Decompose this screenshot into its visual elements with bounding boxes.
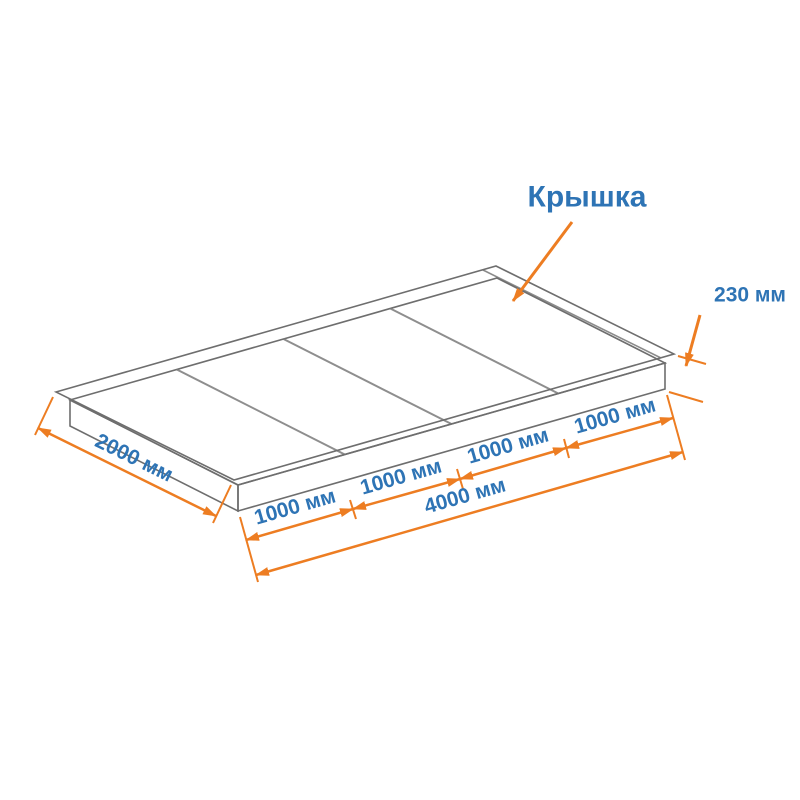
lid-label: Крышка (528, 181, 647, 214)
segment-label: 1000 мм (252, 484, 339, 529)
body-front-face (237, 361, 666, 513)
segment-label: 1000 мм (572, 393, 659, 438)
height-dimension-arrow (684, 314, 702, 367)
diaphragm-line (389, 307, 559, 395)
segment-label: 1000 мм (465, 423, 552, 468)
width-dimension-label: 2000 мм (91, 429, 176, 486)
extension-line (34, 396, 54, 436)
diaphragm-line (176, 368, 346, 456)
lid-leader-arrow (511, 221, 574, 302)
extension-line (666, 394, 686, 461)
dimension-labels: Крышка 230 мм 2000 мм 1000 мм 1000 мм 10… (91, 181, 786, 530)
height-dimension-label: 230 мм (714, 284, 786, 307)
total-length-dimension (255, 450, 684, 577)
length-segment-dimension (565, 416, 674, 450)
extension-line (239, 516, 259, 583)
extension-line (212, 484, 232, 524)
extension-line (668, 391, 704, 403)
lid-fold-line (482, 269, 662, 359)
diaphragm-line (283, 338, 452, 425)
total-length-label: 4000 мм (422, 473, 509, 518)
width-dimension (37, 426, 217, 518)
dimension-lines (34, 221, 707, 583)
extension-line (677, 355, 707, 365)
